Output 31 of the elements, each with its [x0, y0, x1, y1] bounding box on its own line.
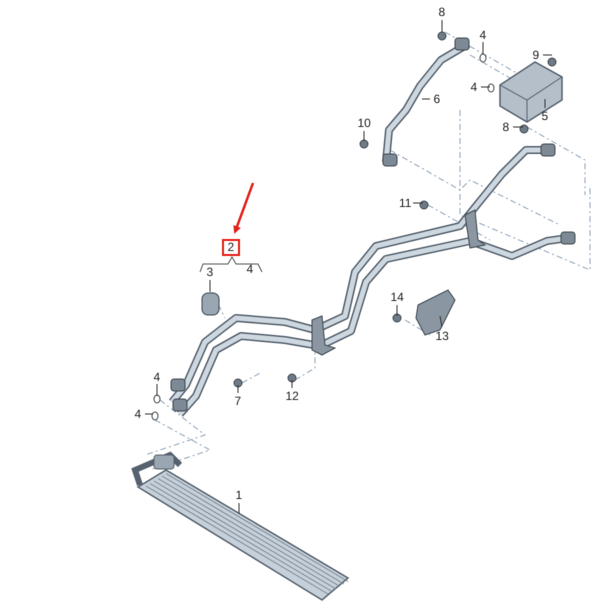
leader-line [482, 42, 484, 54]
callout-number: 14 [390, 290, 404, 304]
callout-number: 1 [236, 488, 242, 502]
leader-line [238, 502, 240, 514]
callout-number: 13 [436, 330, 449, 342]
callout-number: 4 [154, 370, 160, 384]
callout-number: 5 [542, 110, 548, 122]
callout-number: 4 [134, 408, 142, 420]
callout-number: 4 [246, 262, 254, 276]
leader-line [542, 54, 552, 56]
callout-number: 3 [206, 266, 214, 278]
leader-line [412, 202, 424, 204]
leader-line [156, 384, 158, 396]
leader-line [440, 316, 442, 328]
leader-line [480, 86, 490, 88]
callout-number: 9 [532, 48, 540, 62]
callout-number: 4 [480, 28, 486, 42]
leader-line [396, 304, 398, 316]
callout-number: 4 [470, 80, 478, 94]
arrow [233, 182, 254, 234]
callout-number: 6 [434, 92, 440, 106]
leader-line [544, 98, 546, 108]
callout-number: 7 [234, 394, 242, 408]
callout-number: 8 [502, 120, 510, 134]
highlighted-callout-number: 2 [222, 238, 240, 256]
callout-number: 12 [286, 390, 299, 402]
callout-number: 10 [358, 116, 371, 130]
callout-number: 11 [399, 196, 412, 210]
callout-number: 8 [438, 6, 446, 18]
leader-line [422, 98, 430, 100]
leader-line [512, 126, 524, 128]
